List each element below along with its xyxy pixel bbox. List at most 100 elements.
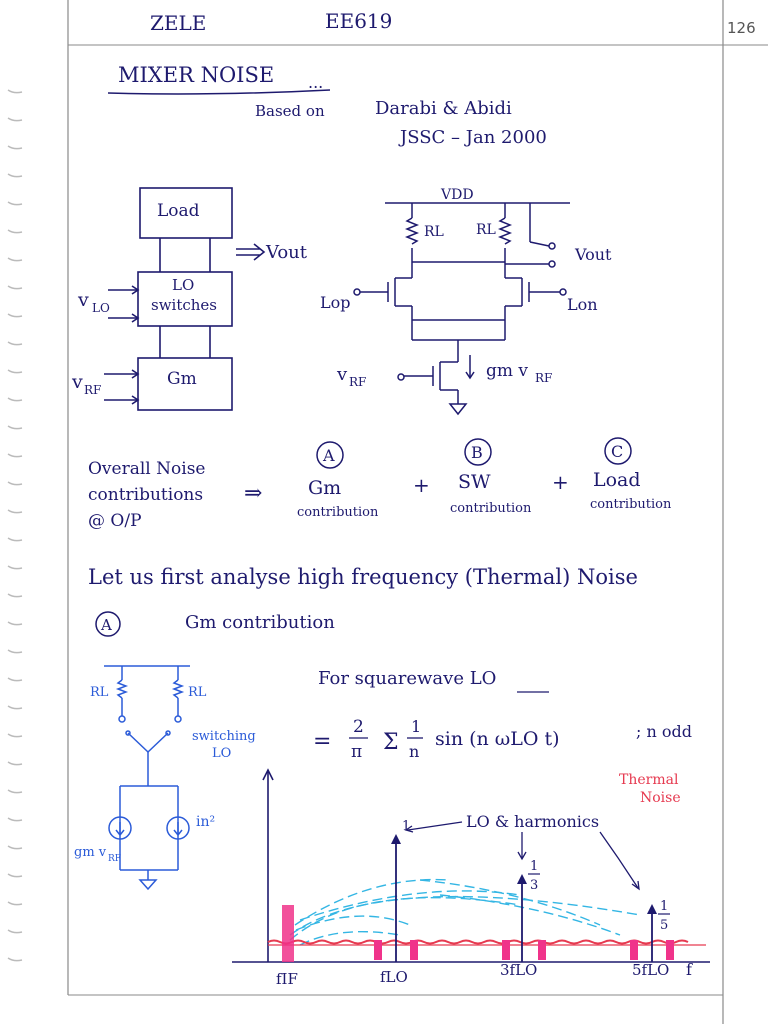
band-5flo-right (666, 940, 674, 960)
band-3flo-left (502, 940, 510, 960)
gm-contribution-bottom: contribution (297, 505, 379, 520)
noise-contrib-line3: @ O/P (88, 511, 142, 531)
page-number: 126 (727, 19, 756, 37)
noise-implies-arrow: ⇒ (244, 481, 262, 506)
lon-label: Lon (567, 295, 598, 314)
x-label-fif: fIF (276, 970, 298, 988)
pointer-to-h1 (407, 821, 463, 831)
ground-symbol (448, 403, 468, 416)
spectrum-plot (232, 768, 710, 963)
harmonic-3-numerator: 1 (530, 859, 538, 874)
lop-label: Lop (320, 293, 351, 312)
harmonic-5-head (647, 904, 657, 914)
noise-folding-arcs (289, 878, 641, 946)
noise-contrib-line1: Overall Noise (88, 459, 205, 479)
schematic-vout-label: Vout (574, 245, 612, 264)
switching-label: switching (192, 729, 256, 744)
in2-label: in² (196, 814, 215, 830)
gmvrf-label: gm v (74, 845, 107, 860)
circle-b-label: B (471, 443, 483, 462)
blue-ground (138, 879, 158, 891)
ring-holes (7, 89, 23, 962)
gm-noise-schematic (104, 665, 190, 891)
sin-term: sin (n ωLO t) (435, 728, 560, 750)
section-a-text: Gm contribution (185, 612, 335, 633)
n-denominator: n (409, 742, 419, 761)
lo-label: LO (172, 276, 194, 294)
harmonic-3-head (517, 874, 527, 884)
vout-label: Vout (265, 242, 308, 263)
sw-contribution-bottom: contribution (450, 501, 532, 516)
gm-vrf-subscript: RF (535, 371, 552, 385)
blue-rl2 (171, 679, 185, 699)
y-axis-arrow (262, 768, 274, 781)
circle-c-label: C (611, 442, 623, 461)
thermal-noise-label-1: Thermal (619, 772, 679, 788)
plus-2: + (552, 470, 569, 494)
load-contribution-top: Load (593, 469, 641, 491)
x-label-f: f (686, 960, 693, 979)
sw-contribution-top: SW (458, 471, 491, 493)
pi-denominator: π (351, 742, 362, 762)
circle-a-label: A (322, 446, 335, 465)
thermal-noise-floor (267, 939, 689, 945)
two-numerator: 2 (353, 717, 364, 737)
title-ellipsis: ... (308, 73, 323, 92)
band-5flo-left (630, 940, 638, 960)
harmonic-3-denominator: 3 (530, 878, 538, 893)
plus-1: + (413, 473, 430, 497)
reference-authors: Darabi & Abidi (375, 98, 512, 119)
block-diagram (104, 187, 266, 411)
vrf-label: v (71, 371, 83, 393)
thermal-noise-label-2: Noise (640, 790, 681, 806)
x-label-flo: fLO (380, 968, 408, 986)
reference-based-on: Based on (255, 102, 325, 120)
gm-label: Gm (167, 369, 197, 389)
blue-rl1-label: RL (90, 685, 109, 700)
equals-sign: = (313, 729, 331, 754)
harmonic-1-head (391, 834, 401, 844)
rl1-resistor (404, 217, 420, 245)
thermal-noise-line: Let us first analyse high frequency (The… (88, 565, 638, 589)
page-title: MIXER NOISE (118, 63, 274, 87)
header-center: EE619 (325, 9, 392, 33)
circle-b (464, 438, 492, 466)
if-noise-band (282, 905, 294, 962)
lo-harmonics-label: LO & harmonics (466, 812, 599, 831)
squarewave-heading: For squarewave LO (318, 668, 496, 689)
load-contribution-bottom: contribution (590, 497, 672, 512)
band-flo-left (374, 940, 382, 960)
harmonic-5-numerator: 1 (660, 899, 668, 914)
switching-lo-label: LO (212, 746, 231, 761)
section-a-circle (95, 611, 121, 637)
reference-journal: JSSC – Jan 2000 (398, 127, 547, 148)
load-label: Load (157, 201, 200, 221)
circle-a (316, 441, 344, 469)
gm-contribution-top: Gm (308, 477, 341, 499)
gm-vrf-label: gm v (486, 361, 528, 381)
one-numerator: 1 (411, 717, 421, 736)
gm-box (137, 357, 233, 411)
blue-rl1 (115, 679, 129, 699)
section-a-label: A (100, 616, 112, 634)
harmonic-1-label: 1 (402, 819, 410, 834)
vlo-label: v (77, 289, 89, 311)
noise-current-source (166, 816, 190, 840)
vrf-subscript: RF (84, 383, 101, 397)
rl1-label: RL (424, 224, 444, 240)
schematic-vrf-subscript: RF (349, 375, 366, 389)
noise-contrib-line2: contributions (88, 485, 203, 505)
sigma: Σ (383, 730, 399, 755)
x-label-3flo: 3fLO (500, 961, 537, 979)
vdd-label: VDD (440, 187, 474, 203)
title-underline (107, 89, 331, 95)
n-odd-label: ; n odd (636, 722, 692, 741)
rl2-resistor (497, 217, 513, 245)
rl2-label: RL (476, 222, 496, 238)
schematic-vrf-label: v (336, 364, 348, 385)
gm-current-source (108, 816, 132, 840)
pointer-to-h5 (599, 831, 639, 889)
x-label-5flo: 5fLO (632, 961, 669, 979)
